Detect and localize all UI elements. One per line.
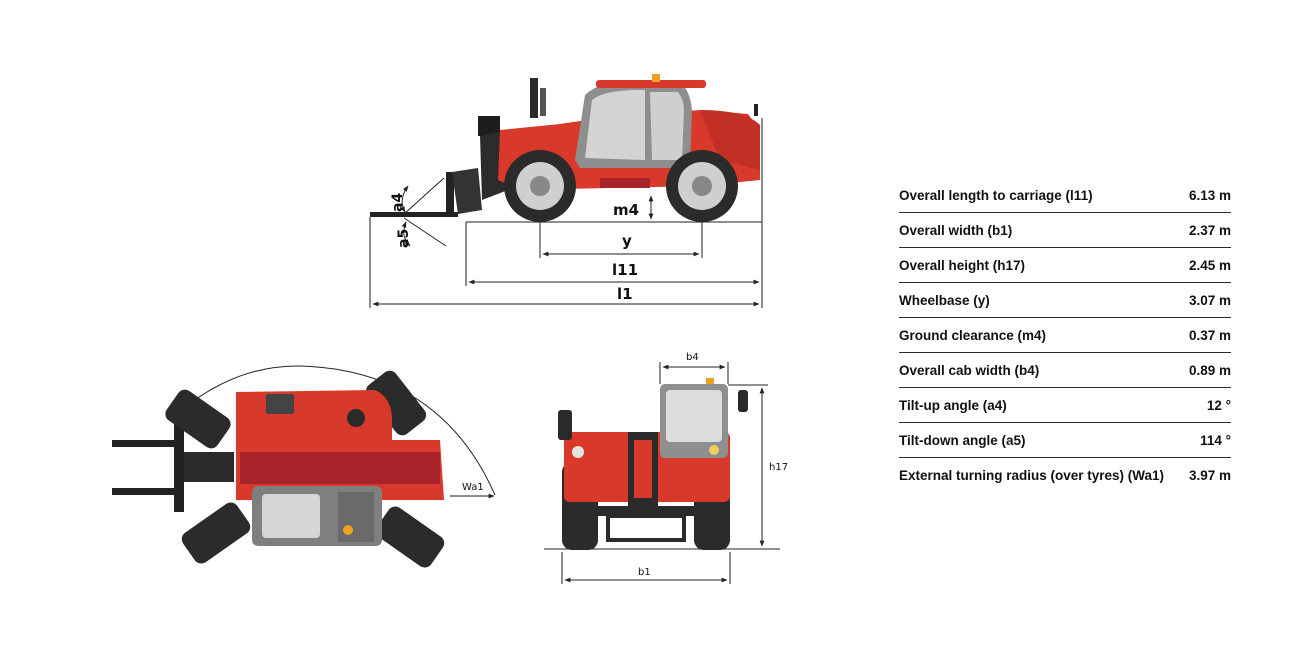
spec-label: Overall cab width (b4)	[899, 362, 1040, 378]
side-view-dimensions	[369, 118, 763, 308]
front-view-dimensions	[561, 362, 768, 584]
spec-label: Overall length to carriage (l11)	[899, 187, 1093, 203]
label-l11: l11	[612, 261, 638, 279]
spec-row: Tilt-up angle (a4) 12 °	[899, 388, 1231, 423]
spec-value: 12 °	[1206, 397, 1231, 413]
spec-value: 3.07 m	[1188, 292, 1231, 308]
side-cab	[575, 74, 706, 168]
forks	[370, 168, 482, 217]
spec-label: Overall width (b1)	[899, 222, 1013, 238]
spec-row: Ground clearance (m4) 0.37 m	[899, 318, 1231, 353]
spec-row: Overall length to carriage (l11) 6.13 m	[899, 178, 1231, 213]
spec-value: 114 °	[1200, 432, 1231, 448]
spec-label: Overall height (h17)	[899, 257, 1026, 273]
spec-value: 2.45 m	[1188, 257, 1231, 273]
spec-value: 6.13 m	[1188, 187, 1231, 203]
spec-label: External turning radius (over tyres) (Wa…	[899, 467, 1165, 483]
spec-row: Overall height (h17) 2.45 m	[899, 248, 1231, 283]
specs-table: Overall length to carriage (l11) 6.13 m …	[899, 178, 1231, 492]
label-a4: a4	[390, 193, 406, 212]
spec-row: External turning radius (over tyres) (Wa…	[899, 458, 1231, 492]
spec-value: 2.37 m	[1188, 222, 1231, 238]
spec-label: Tilt-down angle (a5)	[899, 432, 1026, 448]
top-view-telehandler	[112, 365, 496, 568]
side-view-telehandler	[370, 74, 760, 222]
label-h17: h17	[769, 462, 788, 473]
spec-row: Tilt-down angle (a5) 114 °	[899, 423, 1231, 458]
spec-value: 3.97 m	[1188, 467, 1231, 483]
turning-radius-arc	[169, 365, 496, 496]
spec-row: Overall cab width (b4) 0.89 m	[899, 353, 1231, 388]
front-view-telehandler	[544, 378, 780, 550]
spec-label: Wheelbase (y)	[899, 292, 990, 308]
top-cab	[252, 486, 382, 546]
label-y: y	[622, 232, 632, 250]
label-b1: b1	[638, 567, 651, 578]
spec-label: Ground clearance (m4)	[899, 327, 1047, 343]
spec-label: Tilt-up angle (a4)	[899, 397, 1007, 413]
spec-value: 0.89 m	[1188, 362, 1231, 378]
spec-value: 0.37 m	[1188, 327, 1231, 343]
label-m4: m4	[613, 201, 639, 219]
spec-row: Wheelbase (y) 3.07 m	[899, 283, 1231, 318]
label-a5: a5	[396, 229, 412, 248]
label-b4: b4	[686, 352, 699, 363]
front-cab	[660, 378, 728, 458]
spec-row: Overall width (b1) 2.37 m	[899, 213, 1231, 248]
side-rear-wheel	[666, 150, 738, 222]
label-wa1: Wa1	[462, 482, 484, 493]
side-front-wheel	[504, 150, 576, 222]
label-l1: l1	[617, 285, 633, 303]
